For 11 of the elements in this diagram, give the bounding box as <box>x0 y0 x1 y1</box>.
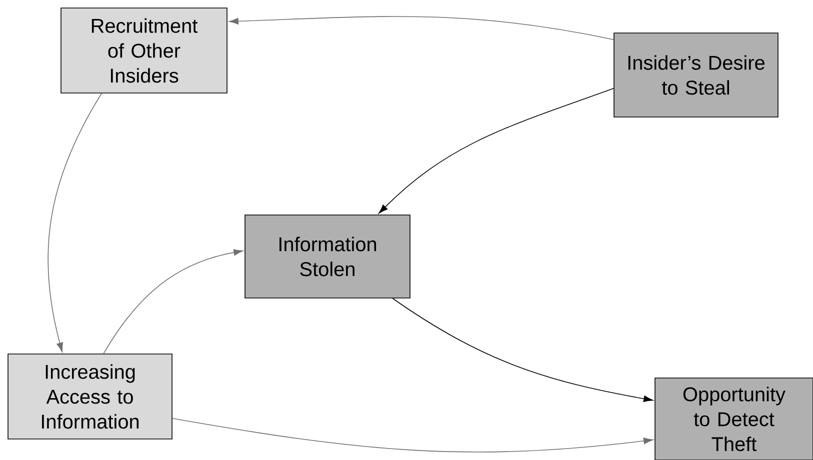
arrow <box>378 88 614 214</box>
process-box: Opportunity to Detect Theft <box>654 378 813 460</box>
arrow <box>48 93 102 352</box>
process-box: Increasing Access to Information <box>8 354 172 440</box>
arrow <box>103 249 244 354</box>
arrow <box>228 16 614 40</box>
process-box: Insider’s Desire to Steal <box>614 32 778 118</box>
process-box: Information Stolen <box>244 214 410 298</box>
arrow <box>172 418 654 452</box>
process-box: Recruitment of Other Insiders <box>60 8 228 94</box>
arrow <box>392 298 654 402</box>
